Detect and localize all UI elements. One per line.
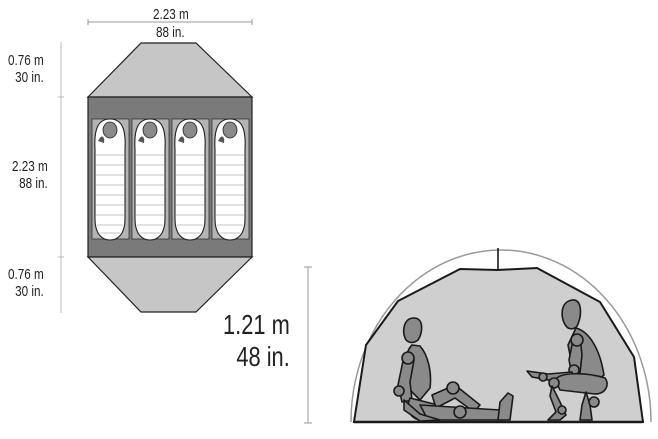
sleeping-bag-1 [91,118,130,241]
sleeping-bag-2 [131,118,170,241]
vestibule-bottom-label: 0.76 m 30 in. [8,266,44,301]
length-dimension-line [58,42,64,313]
width-imperial: 88 in. [156,24,185,41]
vestibule-bottom [86,256,254,313]
width-label-imperial: 88 in. [156,24,185,41]
height-metric: 1.21 m [223,309,290,340]
interior-length-imperial: 88 in. [19,175,48,193]
vestibule-top-label: 0.76 m 30 in. [8,52,44,87]
sleeping-bag-4 [211,118,250,241]
vestibule-top-metric: 0.76 m [8,52,44,69]
width-label: 2.23 m [153,6,189,23]
sleeping-bags [91,118,250,241]
seated-person-figure [393,317,514,422]
vestibule-bottom-imperial: 30 in. [15,283,44,301]
height-label: 1.21 m 48 in. [223,309,290,373]
interior-length-label: 2.23 m 88 in. [12,158,48,193]
width-metric: 2.23 m [153,6,189,23]
height-dimension-line [304,266,312,424]
interior-length-metric: 2.23 m [12,158,48,175]
vestibule-top-imperial: 30 in. [15,69,44,87]
vestibule-top [86,42,254,98]
height-imperial: 48 in. [236,341,290,373]
sleeping-bag-3 [171,118,210,241]
crouching-person-figure [526,299,608,421]
vestibule-bottom-metric: 0.76 m [8,266,44,283]
width-dimension-line [87,19,253,25]
